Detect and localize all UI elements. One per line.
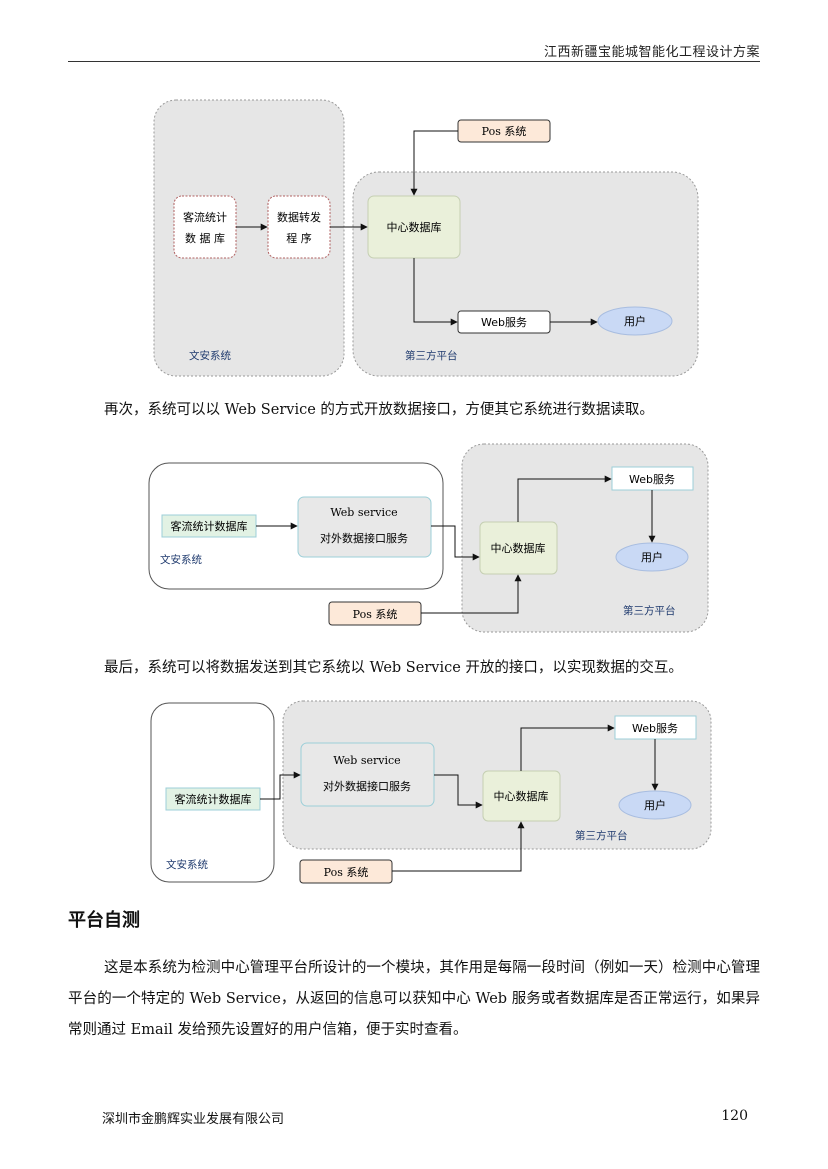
header-divider xyxy=(68,61,760,62)
passenger-db-label-2: 数 据 库 xyxy=(185,231,225,245)
page-header-title: 江西新疆宝能城智能化工程设计方案 xyxy=(543,45,760,60)
diagram3-group: 客流统计数据库 Web service 对外数据接口服务 中心数据库 Web服务… xyxy=(150,700,712,884)
third-party-label-3: 第三方平台 xyxy=(575,829,628,842)
wenan-system-label-2: 文安系统 xyxy=(160,553,202,566)
arrow-pos-to-center-3 xyxy=(392,821,525,872)
ws-interface-box-3 xyxy=(300,742,435,807)
diagram1-group: 客流统计 数 据 库 数据转发 程 序 Pos 系统 中心数据库 Web服务 用… xyxy=(153,99,699,377)
paragraph-webservice-open: 再次，系统可以以 Web Service 的方式开放数据接口，方便其它系统进行数… xyxy=(104,402,654,418)
arrow-passenger-to-ws-3 xyxy=(260,771,301,800)
center-db-label-2: 中心数据库 xyxy=(491,541,546,555)
user-label: 用户 xyxy=(624,314,646,328)
paragraph-data-exchange: 最后，系统可以将数据发送到其它系统以 Web Service 开放的接口，以实现… xyxy=(104,660,683,676)
user-label-2: 用户 xyxy=(641,550,663,564)
pos-system-label-3: Pos 系统 xyxy=(324,866,369,879)
arrow-center-to-web-3 xyxy=(520,724,615,771)
paragraph-self-test: 这是本系统为检测中心管理平台所设计的一个模块，其作用是每隔一段时间（例如一天）检… xyxy=(68,960,760,1038)
passenger-db-box xyxy=(173,195,237,259)
ws-interface-label-2b: 对外数据接口服务 xyxy=(320,531,408,545)
wenan-system-label: 文安系统 xyxy=(189,349,231,362)
user-ellipse-3 xyxy=(618,790,692,820)
third-party-label-2: 第三方平台 xyxy=(623,604,676,617)
web-service-label-2: Web服务 xyxy=(629,473,675,486)
arrow-ws-to-center-2 xyxy=(431,525,480,561)
wenan-system-label-3: 文安系统 xyxy=(166,858,208,871)
wenan-system-group xyxy=(153,99,345,377)
center-db-label-3: 中心数据库 xyxy=(494,789,549,803)
third-party-label: 第三方平台 xyxy=(405,349,458,362)
web-service-label-3: Web服务 xyxy=(632,722,678,735)
arrow-center-to-web xyxy=(413,258,458,326)
footer-company: 深圳市金鹏辉实业发展有限公司 xyxy=(102,1112,285,1127)
forward-program-label-2: 程 序 xyxy=(286,231,312,245)
pos-system-label-2: Pos 系统 xyxy=(353,608,398,621)
ws-interface-box-2 xyxy=(297,496,432,558)
ws-interface-label-3a: Web service xyxy=(333,754,400,767)
passenger-db-label-3: 客流统计数据库 xyxy=(175,792,252,806)
user-ellipse-2 xyxy=(615,542,689,572)
third-party-group-2 xyxy=(461,443,709,633)
passenger-db-label-2b: 客流统计数据库 xyxy=(171,519,248,533)
user-label-3: 用户 xyxy=(644,798,666,812)
ws-interface-label-2a: Web service xyxy=(330,506,397,519)
arrow-ws-to-center-3 xyxy=(434,774,483,809)
user-ellipse xyxy=(597,306,673,336)
diagram2-group: 客流统计数据库 Web service 对外数据接口服务 中心数据库 Web服务… xyxy=(148,443,709,633)
web-service-label: Web服务 xyxy=(481,316,527,329)
ws-interface-label-3b: 对外数据接口服务 xyxy=(323,779,411,793)
passenger-db-label-1: 客流统计 xyxy=(183,210,227,224)
arrow-pos-to-center-2 xyxy=(421,574,522,614)
arrow-center-to-web-2 xyxy=(517,475,612,522)
section-title: 平台自测 xyxy=(68,910,140,931)
center-db-label: 中心数据库 xyxy=(387,220,442,234)
forward-program-box xyxy=(267,195,331,259)
forward-program-label-1: 数据转发 xyxy=(277,210,321,224)
pos-system-label: Pos 系统 xyxy=(482,125,527,138)
page-number: 120 xyxy=(721,1108,748,1124)
arrow-pos-to-center xyxy=(410,130,458,196)
